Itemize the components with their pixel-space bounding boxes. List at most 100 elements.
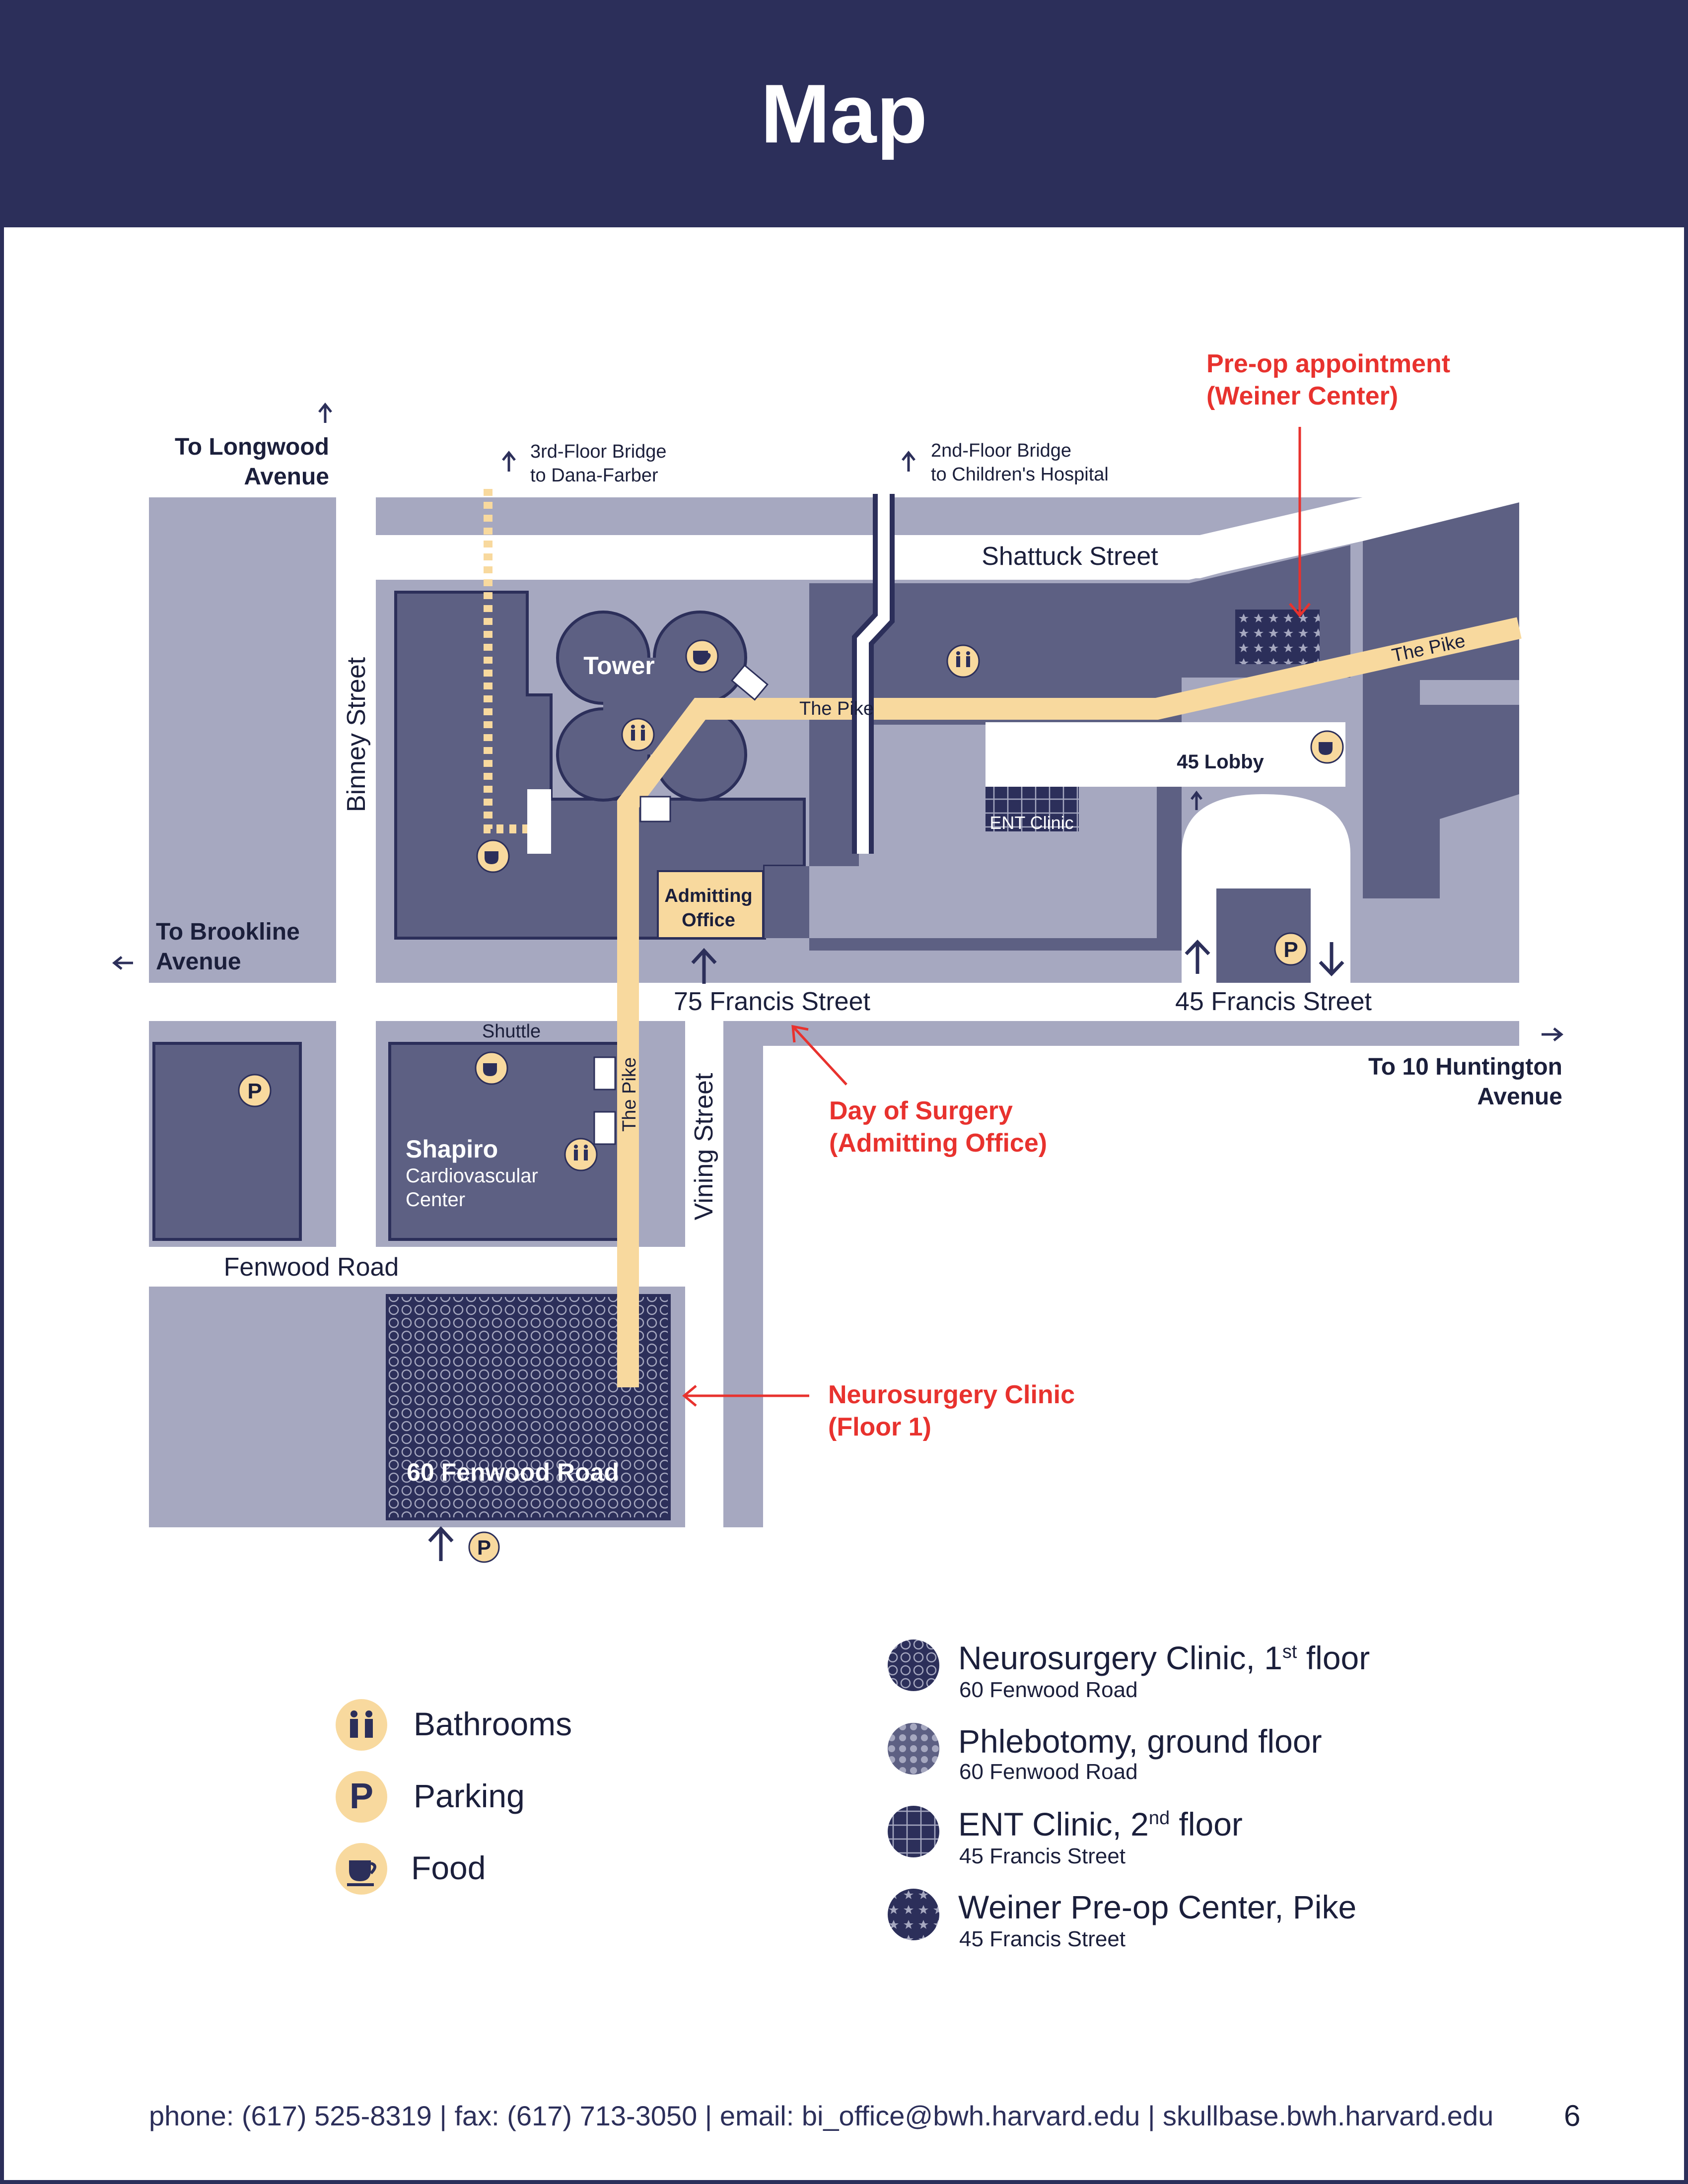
area-ent-clinic: [985, 787, 1079, 831]
label-to-brookline-1: To Brookline: [156, 919, 300, 945]
callout-surgery-1: Day of Surgery: [829, 1096, 1013, 1125]
label-fenwood-road: Fenwood Road: [224, 1253, 399, 1282]
street-labels: Shattuck Street Binney Street 75 Francis…: [224, 542, 1372, 1282]
street-francis: [149, 983, 1519, 1021]
legend-label-food: Food: [411, 1849, 486, 1886]
street-vining: [685, 1021, 723, 1527]
label-shapiro-2: Cardiovascular: [406, 1165, 538, 1187]
parking-icon-glyph: P: [247, 1079, 262, 1103]
legend-area-neuro-label: Neurosurgery Clinic, 1: [958, 1639, 1282, 1676]
label-admitting-1: Admitting: [664, 886, 752, 906]
parking-icon-glyph: P: [477, 1536, 491, 1559]
food-icon: [476, 839, 510, 873]
header-bar: [0, 0, 1688, 227]
grid-pattern-swatch: [888, 1806, 939, 1857]
label-75-francis-street: 75 Francis Street: [674, 987, 870, 1016]
label-ent-clinic: ENT Clinic: [989, 813, 1073, 833]
legend-area-neuro-address: 60 Fenwood Road: [959, 1678, 1138, 1702]
callout-preop-arrow: [1289, 427, 1311, 617]
label-bridge-2nd-2: to Children's Hospital: [931, 464, 1109, 485]
callout-surgery-2: (Admitting Office): [829, 1129, 1047, 1158]
label-45-francis-street: 45 Francis Street: [1175, 987, 1372, 1016]
callout-preop-1: Pre-op appointment: [1206, 349, 1450, 378]
callout-neuro-arrow: [682, 1385, 809, 1407]
bridge-3rd-floor: [484, 489, 541, 833]
bathroom-icon: [564, 1138, 598, 1171]
label-shattuck-street: Shattuck Street: [982, 542, 1158, 571]
legend-area-ent-label: ENT Clinic, 2: [958, 1806, 1149, 1843]
area-weiner-preop: [1235, 610, 1320, 664]
label-to-longwood-2: Avenue: [244, 464, 329, 490]
label-vining-street: Vining Street: [690, 1073, 718, 1220]
stairs-icons: [593, 664, 769, 1145]
arrow-up-bridge3: [502, 450, 516, 472]
dots-pattern-swatch: [888, 1723, 939, 1774]
callout-neuro-1: Neurosurgery Clinic: [828, 1380, 1075, 1409]
parking-icon: P: [1274, 932, 1308, 966]
footer-contact: phone: (617) 525-8319 | fax: (617) 713-3…: [149, 2100, 1494, 2131]
parking-icon: P: [238, 1074, 272, 1107]
legend-area-weiner-address: 45 Francis Street: [959, 1927, 1126, 1951]
legend-area-weiner: Weiner Pre-op Center, Pike: [958, 1889, 1357, 1925]
parking-icon: P: [468, 1531, 500, 1563]
bathroom-icon: [621, 718, 655, 751]
admitting-office-box: [657, 870, 764, 939]
label-the-pike-vertical: The Pike: [619, 1057, 640, 1132]
block-vining-strip: [723, 1021, 763, 1527]
parking-icon-glyph: P: [1283, 938, 1298, 962]
legend-area-ent-tail: floor: [1170, 1806, 1243, 1843]
arrow-left-brookline: [112, 956, 133, 970]
legend-area-ent: ENT Clinic, 2nd floor: [958, 1805, 1243, 1843]
legend-label-parking: Parking: [414, 1777, 525, 1814]
label-60-fenwood-road: 60 Fenwood Road: [407, 1458, 619, 1486]
food-icon: [475, 1051, 508, 1085]
legend-label-bathrooms: Bathrooms: [414, 1706, 572, 1742]
label-shapiro-1: Shapiro: [406, 1135, 498, 1163]
callout-preop-2: (Weiner Center): [1206, 382, 1398, 410]
parking-icon-glyph: P: [350, 1776, 373, 1816]
shuttle-area: [527, 789, 551, 854]
arrow-entrance-45-francis: [1185, 939, 1210, 974]
pike-corridor: [617, 617, 1522, 1387]
building-east-south: [1420, 705, 1519, 898]
street-binney: [336, 497, 376, 1021]
lobby-45-open-area: [985, 722, 1345, 787]
arrow-up-lobby: [1191, 790, 1202, 810]
label-bridge-3rd-2: to Dana-Farber: [530, 465, 658, 486]
label-bridge-2nd-1: 2nd-Floor Bridge: [931, 440, 1071, 461]
food-icon: [336, 1843, 387, 1895]
page-title: Map: [761, 67, 927, 160]
bridge-2nd-floor-inner: [857, 494, 890, 854]
label-shuttle: Shuttle: [482, 1021, 541, 1042]
block-west-north: [149, 497, 336, 983]
hex-pattern-swatch: [888, 1639, 939, 1691]
arrow-exit-45-francis: [1319, 942, 1344, 977]
entrance-arrows: [428, 939, 1344, 1561]
arrow-up-bridge2: [902, 450, 915, 472]
arrow-entrance-60-fenwood: [428, 1526, 454, 1561]
building-west-parking: [152, 1042, 302, 1241]
street-fenwood: [149, 1247, 685, 1287]
map-icons: P P P: [238, 639, 1344, 1563]
legend-area-phlebotomy-address: 60 Fenwood Road: [959, 1760, 1138, 1784]
street-shattuck: [376, 497, 1519, 580]
legend-area-neuro-sup: st: [1282, 1641, 1297, 1662]
parking-icon: P: [336, 1771, 387, 1823]
arrow-right-huntington: [1542, 1027, 1564, 1041]
page-number: 6: [1564, 2099, 1581, 2132]
label-to-brookline-2: Avenue: [156, 949, 241, 975]
label-admitting-2: Office: [682, 910, 735, 931]
place-labels: Tower The Pike The Pike The Pike 45 Lobb…: [406, 630, 1467, 1486]
food-icon: [685, 639, 719, 673]
label-tower: Tower: [583, 652, 655, 680]
legend-area-neuro: Neurosurgery Clinic, 1st floor: [958, 1639, 1370, 1677]
label-45-lobby: 45 Lobby: [1177, 751, 1264, 773]
legend-area-ent-sup: nd: [1148, 1808, 1170, 1829]
legend-area-neuro-tail: floor: [1297, 1639, 1370, 1676]
building-east-wing: [1363, 675, 1420, 898]
callout-neuro-2: (Floor 1): [828, 1413, 931, 1441]
bathroom-icon: [336, 1699, 387, 1751]
label-to-longwood-1: To Longwood: [175, 434, 329, 460]
bathroom-icon: [946, 644, 980, 678]
legend-area-ent-address: 45 Francis Street: [959, 1844, 1126, 1868]
